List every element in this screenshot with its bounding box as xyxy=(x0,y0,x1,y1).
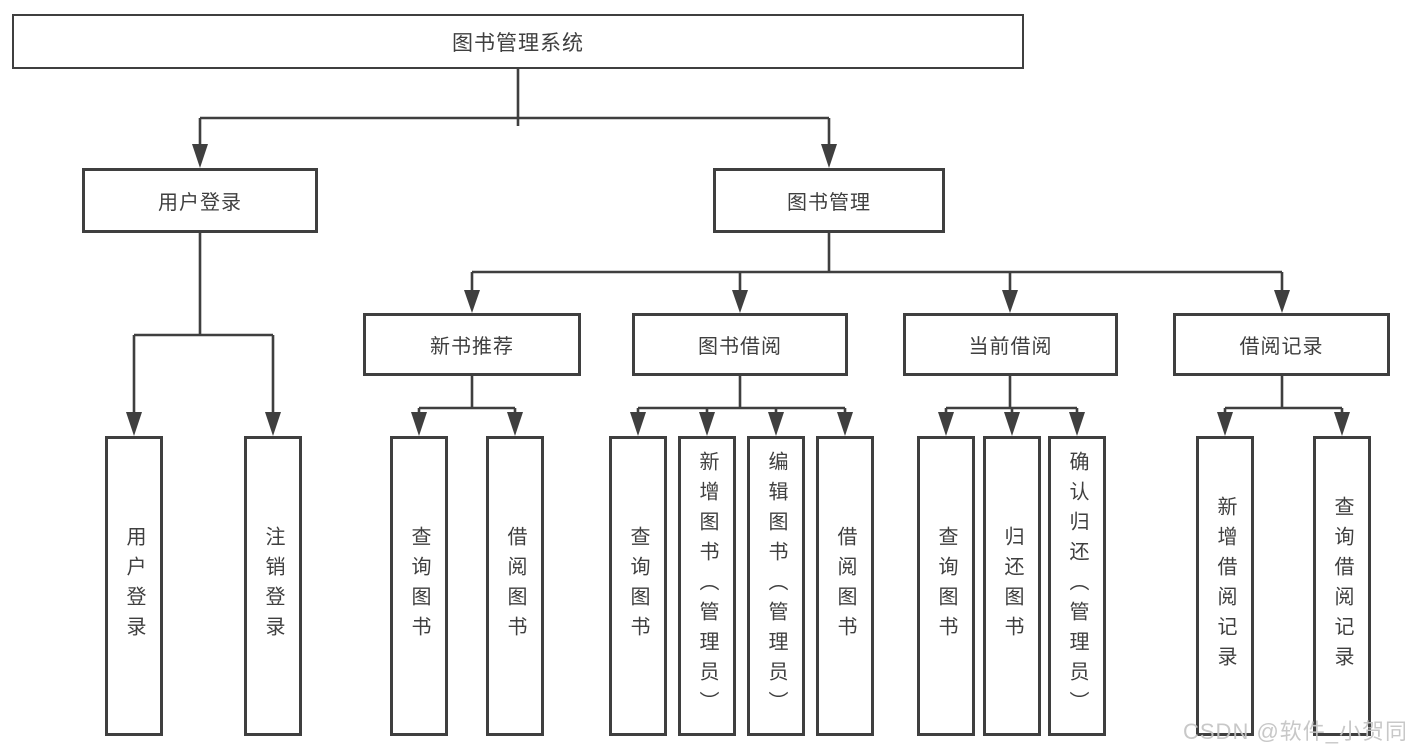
leaf-logout: 注销登录 xyxy=(244,436,302,736)
connector-borrow-record-children xyxy=(1217,376,1350,436)
leaf-add-books-admin: 新增图书（管理员） xyxy=(678,436,736,736)
node-library-system-label: 图书管理系统 xyxy=(452,31,584,55)
node-new-book-recommend: 新书推荐 xyxy=(363,313,581,376)
connector-root-to-level2 xyxy=(192,69,837,168)
leaf-user-login-label: 用户登录 xyxy=(123,526,145,646)
leaf-add-borrow-record: 新增借阅记录 xyxy=(1196,436,1254,736)
node-borrow-records-label: 借阅记录 xyxy=(1239,336,1324,358)
leaf-add-borrow-record-label: 新增借阅记录 xyxy=(1214,496,1236,676)
node-current-borrow: 当前借阅 xyxy=(903,313,1118,376)
leaf-query-borrow-record: 查询借阅记录 xyxy=(1313,436,1371,736)
leaf-query-books-borrow-label: 查询图书 xyxy=(627,526,649,646)
connector-book-management-to-level3 xyxy=(464,233,1290,313)
leaf-query-books-borrow: 查询图书 xyxy=(609,436,667,736)
leaf-add-books-admin-label: 新增图书（管理员） xyxy=(696,451,718,721)
leaf-query-books-current: 查询图书 xyxy=(917,436,975,736)
leaf-edit-books-admin: 编辑图书（管理员） xyxy=(747,436,805,736)
csdn-watermark: CSDN @软件_小贺同学 xyxy=(1183,719,1405,744)
leaf-edit-books-admin-label: 编辑图书（管理员） xyxy=(765,451,787,721)
node-current-borrow-label: 当前借阅 xyxy=(968,336,1053,358)
node-book-borrow-label: 图书借阅 xyxy=(698,336,782,358)
node-borrow-records: 借阅记录 xyxy=(1173,313,1390,376)
node-book-management: 图书管理 xyxy=(713,168,945,233)
node-book-management-label: 图书管理 xyxy=(787,192,871,214)
leaf-query-books-recommend: 查询图书 xyxy=(390,436,448,736)
leaf-return-books: 归还图书 xyxy=(983,436,1041,736)
node-user-login: 用户登录 xyxy=(82,168,318,233)
leaf-query-borrow-record-label: 查询借阅记录 xyxy=(1331,496,1353,676)
node-new-book-recommend-label: 新书推荐 xyxy=(430,336,514,358)
leaf-query-books-current-label: 查询图书 xyxy=(935,526,957,646)
node-library-system: 图书管理系统 xyxy=(12,14,1024,69)
leaf-borrow-books-label: 借阅图书 xyxy=(834,526,856,646)
connector-new-book-children xyxy=(411,376,523,436)
leaf-user-login: 用户登录 xyxy=(105,436,163,736)
leaf-confirm-return-admin-label: 确认归还（管理员） xyxy=(1066,451,1088,721)
node-book-borrow: 图书借阅 xyxy=(632,313,848,376)
leaf-confirm-return-admin: 确认归还（管理员） xyxy=(1048,436,1106,736)
leaf-borrow-books-recommend: 借阅图书 xyxy=(486,436,544,736)
connector-user-login-children xyxy=(126,233,281,436)
leaf-query-books-recommend-label: 查询图书 xyxy=(408,526,430,646)
node-user-login-label: 用户登录 xyxy=(158,192,242,214)
leaf-borrow-books: 借阅图书 xyxy=(816,436,874,736)
leaf-return-books-label: 归还图书 xyxy=(1001,526,1023,646)
connector-book-borrow-children xyxy=(630,376,853,436)
leaf-borrow-books-recommend-label: 借阅图书 xyxy=(504,526,526,646)
leaf-logout-label: 注销登录 xyxy=(262,526,284,646)
connector-current-borrow-children xyxy=(938,376,1085,436)
